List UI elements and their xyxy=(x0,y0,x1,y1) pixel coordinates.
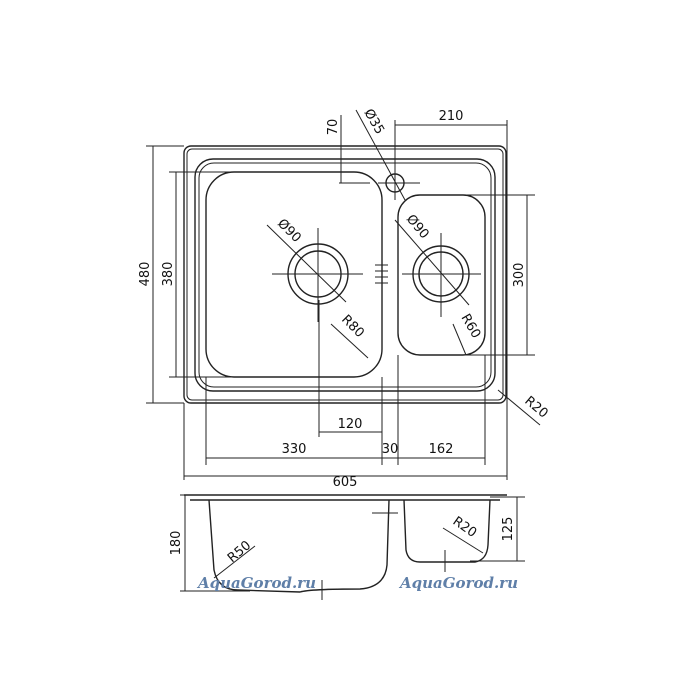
dim-left-drain: Ø90 xyxy=(274,216,304,246)
watermark-right: AquaGorod.ru xyxy=(398,574,518,592)
dim-tap-offset-right: 210 xyxy=(439,109,464,124)
sink-outer-edge-inner xyxy=(186,148,504,401)
left-drain xyxy=(272,228,363,322)
side-right-bowl xyxy=(403,499,491,563)
dim-right-depth: 125 xyxy=(501,517,516,542)
dim-overall-width: 605 xyxy=(333,475,358,490)
top-view: 480 380 300 210 70 Ø35 Ø90 Ø90 R80 R60 R… xyxy=(138,107,551,491)
overflow-slots xyxy=(375,264,388,284)
rim-inner xyxy=(198,162,492,388)
dim-right-bowl-radius: R60 xyxy=(458,312,484,342)
dim-overall-depth: 480 xyxy=(138,262,153,287)
dimension-lines xyxy=(146,109,541,480)
dim-drain-to-divider: 120 xyxy=(338,417,363,432)
left-bowl xyxy=(205,171,383,378)
sink-outer-edge xyxy=(183,145,507,404)
side-dimension-lines xyxy=(180,494,525,600)
dim-left-bowl-radius: R80 xyxy=(338,312,367,341)
dim-tap-offset-top: 70 xyxy=(326,119,341,136)
dim-left-bowl-width: 330 xyxy=(282,442,307,457)
dim-left-depth: 180 xyxy=(169,531,184,556)
side-left-bowl xyxy=(208,499,390,593)
right-drain xyxy=(402,233,481,317)
watermark-left: AquaGorod.ru xyxy=(196,574,316,592)
dim-corner-radius: R20 xyxy=(521,394,550,422)
dim-right-bowl-depth: 300 xyxy=(512,263,527,288)
dim-divider-width: 30 xyxy=(382,442,399,457)
dim-tap-hole: Ø35 xyxy=(361,107,387,138)
dim-right-drain: Ø90 xyxy=(403,212,432,242)
dim-left-bowl-depth: 380 xyxy=(161,262,176,287)
dim-right-bowl-width: 162 xyxy=(429,442,454,457)
rim-outer xyxy=(194,158,496,392)
dim-side-left-radius: R50 xyxy=(225,538,254,566)
dim-side-right-radius: R20 xyxy=(450,514,480,541)
